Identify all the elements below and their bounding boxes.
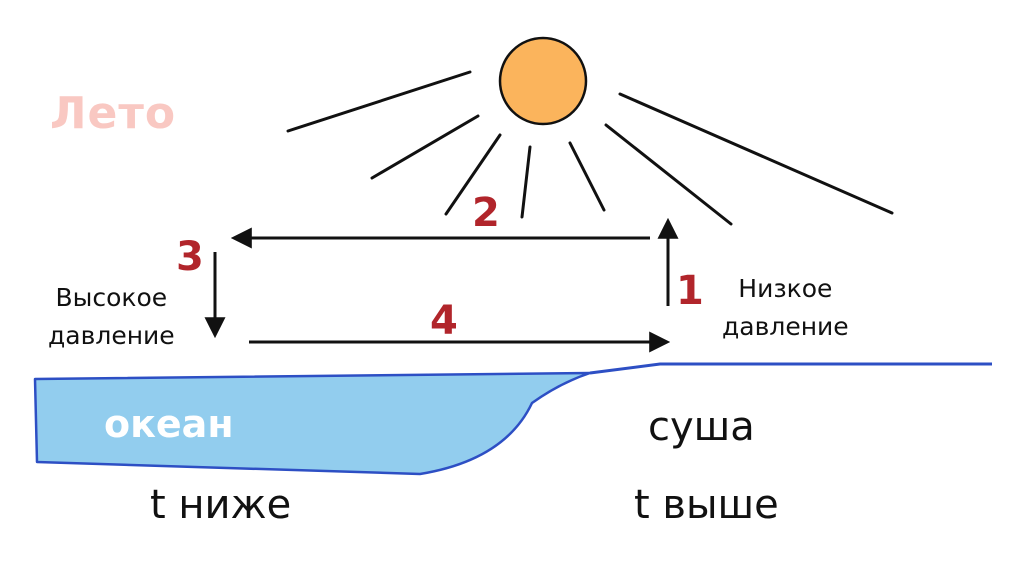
air-circulation xyxy=(204,217,679,353)
sun-ray xyxy=(444,133,502,216)
season-title: Лето xyxy=(50,88,177,139)
land-surface-line xyxy=(589,362,992,375)
sun-ray xyxy=(370,114,480,180)
high-pressure-label: Высокое давление xyxy=(48,279,175,355)
step-number-surface-flow: 4 xyxy=(430,298,458,344)
low-pressure-line2: давление xyxy=(722,312,849,341)
land-label: суша xyxy=(648,404,755,450)
sun-ray xyxy=(604,123,733,226)
low-pressure-label: Низкое давление xyxy=(722,270,849,346)
step-number-upper-flow: 2 xyxy=(472,190,500,236)
temperature-water-label: t ниже xyxy=(150,482,292,528)
sun-rays xyxy=(286,70,894,226)
temperature-land-label: t выше xyxy=(634,482,779,528)
sun-icon xyxy=(498,36,588,126)
sun-ray xyxy=(520,145,532,219)
ocean-label: океан xyxy=(104,402,234,446)
step-number-descend: 3 xyxy=(176,234,204,280)
ocean-water xyxy=(33,371,592,476)
low-pressure-line1: Низкое xyxy=(738,274,833,303)
step-number-rise: 1 xyxy=(676,268,704,314)
sun-ray xyxy=(618,92,894,215)
sun-ray xyxy=(568,141,606,212)
sun-ray xyxy=(286,70,472,133)
high-pressure-line1: Высокое xyxy=(55,283,168,312)
high-pressure-line2: давление xyxy=(48,321,175,350)
